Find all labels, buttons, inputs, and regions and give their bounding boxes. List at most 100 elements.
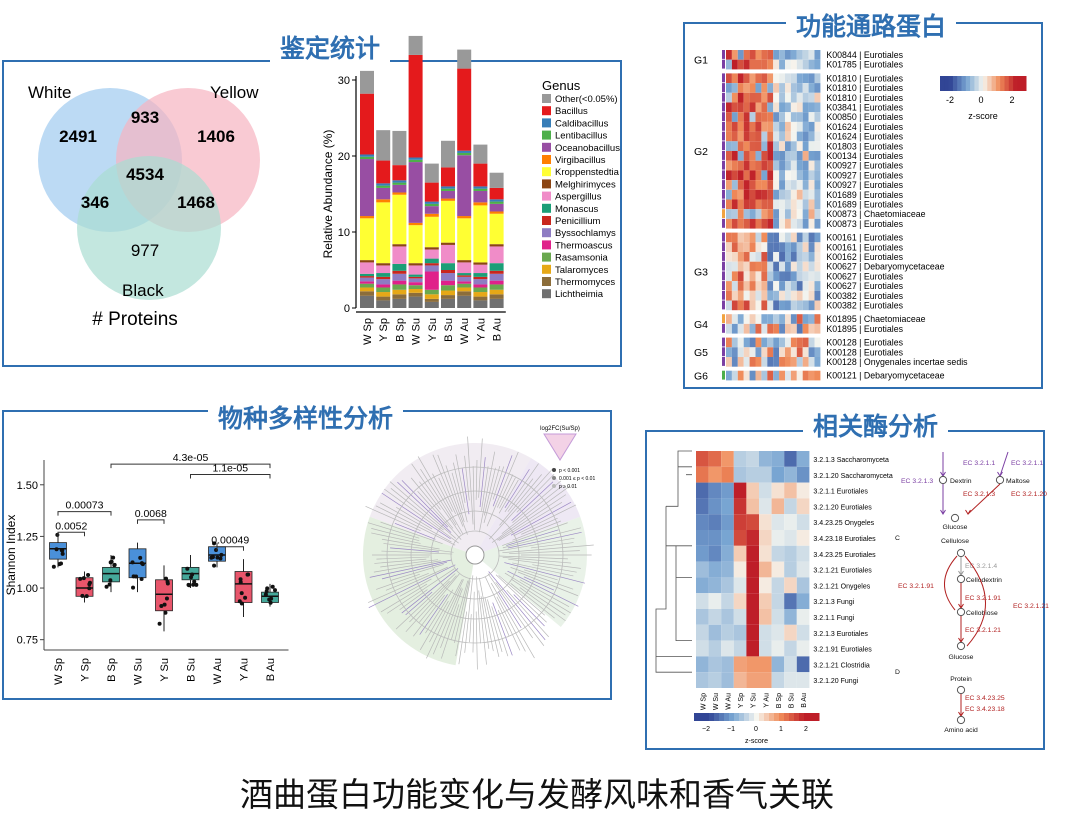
row-dendrogram — [655, 450, 692, 673]
significance-bracket — [57, 531, 85, 537]
heatmap-cell — [802, 121, 809, 132]
heatmap-cell — [726, 290, 732, 301]
bar-segment — [392, 194, 407, 245]
heatmap-cell — [737, 189, 744, 200]
tree-branch — [396, 506, 433, 530]
heatmap-cell — [755, 131, 762, 142]
heatmap-cell — [761, 357, 768, 367]
box-point — [111, 555, 116, 560]
heatmap-cell — [737, 218, 744, 229]
heatmap-cell — [743, 347, 750, 357]
x-tick-label: Y Su — [159, 658, 171, 682]
row-label: K00927 | Eurotiales — [826, 180, 903, 190]
heatmap-cell — [731, 300, 738, 311]
heatmap-cell — [755, 370, 762, 381]
heatmap-cell — [746, 672, 759, 688]
heatmap-cell — [731, 357, 738, 367]
heatmap-cell — [796, 50, 803, 60]
heatmap-cell — [796, 482, 810, 499]
tree-branch — [511, 481, 554, 521]
heatmap-cell — [814, 141, 821, 151]
heatmap-cell — [721, 672, 734, 688]
venn-white-only: 2491 — [59, 127, 97, 146]
heatmap-cell — [731, 271, 738, 282]
heatmap-cell — [731, 59, 738, 70]
heatmap-cell — [749, 59, 756, 70]
heatmap-cell — [743, 252, 750, 262]
x-tick-label: W Su — [133, 658, 145, 685]
heatmap-cell — [737, 261, 744, 272]
row-side-bar — [722, 141, 725, 151]
row-label: 3.2.1.3 Saccharomyceta — [813, 457, 889, 464]
legend-swatch — [542, 118, 551, 128]
row-label: K00382 | Eurotiales — [826, 301, 903, 311]
heatmap-cell — [696, 624, 709, 641]
legend-swatch — [542, 106, 551, 116]
x-tick-label: B Au — [492, 318, 504, 341]
heatmap-cell — [746, 577, 759, 594]
ec-label: EC 3.2.1.21 — [965, 627, 1001, 634]
heatmap-cell — [733, 561, 747, 578]
legend-gradient-cell — [1017, 76, 1023, 91]
bar-segment — [392, 182, 407, 185]
heatmap-cell — [731, 314, 738, 324]
heatmap-cell — [696, 530, 709, 546]
tree-legend-dot — [552, 484, 556, 488]
pathway-node — [956, 607, 966, 617]
heatmap-cell — [802, 141, 809, 151]
heatmap-cell — [743, 59, 750, 70]
tree-branch — [374, 558, 427, 564]
heatmap-cell — [721, 451, 734, 467]
bar-segment — [457, 291, 472, 296]
column-label: W Sp — [700, 693, 707, 710]
tree-branch — [502, 522, 568, 546]
ec-label: EC 3.2.1.21 — [1013, 603, 1049, 610]
significance-label: 0.0068 — [135, 508, 167, 520]
heatmap-cell — [814, 102, 821, 113]
bar-segment — [408, 282, 423, 286]
heatmap-cell — [755, 357, 762, 367]
heatmap-cell — [746, 498, 759, 515]
row-side-bar — [722, 261, 725, 271]
heatmap-cell — [771, 451, 785, 467]
heatmap-cell — [726, 180, 732, 190]
heatmap-cell — [746, 482, 759, 499]
x-tick-label: W Sp — [362, 318, 374, 345]
heatmap-cell — [761, 170, 768, 181]
legend-gradient-cell — [759, 713, 765, 721]
heatmap-cell — [784, 624, 797, 641]
heatmap-cell — [790, 121, 797, 132]
heatmap-cell — [808, 141, 815, 151]
heatmap-cell — [814, 112, 821, 122]
venn-white-yellow: 933 — [131, 108, 159, 127]
heatmap-cell — [767, 252, 774, 262]
heatmap-cell — [726, 218, 732, 229]
heatmap-cell — [761, 271, 768, 282]
heatmap-cell — [737, 73, 744, 84]
heatmap-cell — [779, 170, 785, 181]
box-point — [212, 541, 217, 546]
bar-segment — [360, 291, 374, 296]
tree-branch — [390, 564, 444, 581]
row-side-bar — [722, 337, 725, 347]
heatmap-cell — [796, 498, 810, 515]
tree-branch — [523, 569, 558, 581]
tree-ring — [410, 490, 540, 620]
heatmap-cell — [726, 160, 732, 171]
heatmap-cell — [796, 83, 803, 93]
pathway-arrowhead — [965, 509, 971, 515]
tree-branch — [381, 492, 451, 540]
heatmap-cell — [802, 92, 809, 103]
legend-gradient-cell — [769, 713, 775, 721]
heatmap-cell — [773, 290, 780, 301]
heatmap-cell — [790, 347, 797, 357]
heatmap-cell — [737, 121, 744, 132]
tree-legend-item: p < 0.001 — [559, 468, 580, 474]
heatmap-cell — [796, 624, 810, 641]
heatmap-cell — [696, 593, 709, 609]
heatmap-cell — [743, 300, 750, 311]
heatmap-cell — [814, 180, 821, 190]
heatmap-cell — [721, 545, 734, 562]
bar-segment — [408, 222, 423, 226]
tree-branch — [410, 477, 454, 529]
